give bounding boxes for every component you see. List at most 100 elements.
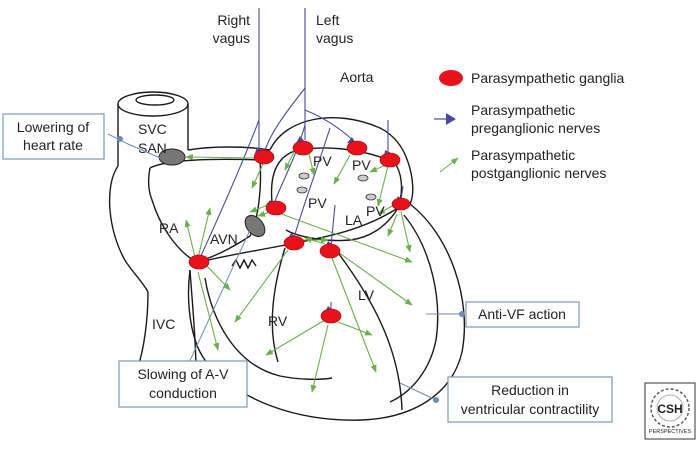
post-to-avn xyxy=(257,210,271,217)
post-ra-left xyxy=(184,219,196,258)
ganglion xyxy=(319,243,341,259)
ganglion xyxy=(391,197,411,211)
ra-label: RA xyxy=(159,220,179,236)
ganglion xyxy=(265,200,287,216)
post-rv-right xyxy=(337,321,373,336)
pregang-mid-stub xyxy=(330,204,336,247)
pv-ostium-4 xyxy=(365,193,377,201)
post-la-lv-2 xyxy=(387,213,398,237)
post-to-la xyxy=(376,165,389,207)
leader-av-conduction xyxy=(181,229,251,379)
right-atrium-wall xyxy=(108,146,271,293)
post-to-san xyxy=(185,154,255,161)
legend-preganglionic-line2: preganglionic nerves xyxy=(471,120,600,136)
heart-rate-line2: heart rate xyxy=(23,137,83,153)
heart-rate-line1: Lowering of xyxy=(17,119,89,135)
left-atrium-outer xyxy=(407,161,414,205)
ganglion-icon xyxy=(439,70,463,86)
pv-ostium-2 xyxy=(296,186,308,194)
anti-vf-line1: Anti-VF action xyxy=(478,306,566,322)
contractility-line2: ventricular contractility xyxy=(461,401,600,417)
ivc-label: IVC xyxy=(152,316,175,332)
av-node xyxy=(244,214,266,238)
ganglion xyxy=(253,149,275,165)
lv-label: LV xyxy=(358,287,375,303)
leader-dot xyxy=(459,311,465,317)
left-vagus-branch-2 xyxy=(304,109,356,143)
ganglion xyxy=(188,254,210,270)
pv-ostium-3 xyxy=(357,174,369,182)
san-label: SAN xyxy=(138,140,167,156)
svc-label: SVC xyxy=(138,121,167,137)
ganglion xyxy=(320,308,342,324)
pv-ostium-1 xyxy=(298,172,310,180)
la-inner-chamber xyxy=(270,147,403,242)
post-ra-down-long xyxy=(197,271,220,351)
left-vagus-branch-3 xyxy=(273,124,306,205)
post-ra-up xyxy=(197,207,212,259)
logo-text: CSH xyxy=(657,402,682,416)
ventricular-septum xyxy=(271,247,403,411)
ra-inner-chamber xyxy=(147,158,262,263)
pv-label-3: PV xyxy=(352,157,371,173)
legend-preganglionic-line1: Parasympathetic xyxy=(471,102,575,118)
ganglion xyxy=(379,152,401,168)
right-vagus-label-line2: vagus xyxy=(213,30,250,46)
pregang-la-stub xyxy=(400,185,404,201)
post-aorta-2 xyxy=(307,149,316,176)
post-mid-down xyxy=(331,257,377,373)
logo-subtext: PERSPECTIVES xyxy=(649,429,692,435)
rv-label: RV xyxy=(268,313,288,329)
left-vagus-branch-1 xyxy=(264,87,306,151)
pv-label-2: PV xyxy=(308,195,327,211)
leader-heart-rate xyxy=(107,133,161,159)
leader-contractility xyxy=(399,382,437,401)
post-rv-left xyxy=(265,319,326,356)
postganglionic-nerves xyxy=(184,149,413,393)
preganglionic-nerves xyxy=(199,8,404,312)
la-label: LA xyxy=(345,212,363,228)
av-conduction-line1: Slowing of A-V xyxy=(137,366,229,382)
svc-inner-opening xyxy=(135,94,175,106)
legend-postganglionic-line2: postganglionic nerves xyxy=(471,165,606,181)
avn-label: AVN xyxy=(210,231,238,247)
post-to-pv xyxy=(333,154,351,185)
leader-dot xyxy=(433,397,439,403)
heart-outline xyxy=(108,91,466,421)
postganglionic-nerve-icon xyxy=(439,157,459,173)
leader-dot xyxy=(117,136,123,142)
pv-label-4: PV xyxy=(366,203,385,219)
post-la-left xyxy=(377,204,395,215)
right-vagus-label-line1: Right xyxy=(217,12,250,28)
pv-label-1: PV xyxy=(313,153,332,169)
av-conduction-line2: conduction xyxy=(149,385,217,401)
left-vagus-label-line1: Left xyxy=(316,12,339,28)
aorta-label: Aorta xyxy=(340,69,374,85)
ganglia xyxy=(188,140,411,324)
ventricle-outer-wall xyxy=(187,203,466,421)
legend-postganglionic-line1: Parasympathetic xyxy=(471,147,575,163)
sa-node xyxy=(158,148,186,166)
contractility-line1: Reduction in xyxy=(491,382,569,398)
preganglionic-nerve-icon xyxy=(434,113,456,125)
post-rv-down xyxy=(310,324,329,393)
left-vagus-branch-4 xyxy=(293,127,331,239)
post-mid-up xyxy=(304,237,326,245)
post-to-avn-2 xyxy=(249,204,269,213)
post-la-lv xyxy=(400,211,412,253)
ganglion xyxy=(283,235,305,251)
post-mid-lv xyxy=(337,251,413,306)
legend-ganglia-label: Parasympathetic ganglia xyxy=(471,70,625,86)
post-to-ra-low xyxy=(204,263,231,291)
effect-box-contractility: Reduction in ventricular contractility xyxy=(447,376,613,423)
svc-wall xyxy=(117,104,189,166)
aorta-arch xyxy=(269,117,409,163)
right-vagus-branch-ra xyxy=(199,119,260,259)
ganglion xyxy=(346,140,368,156)
csh-perspectives-logo: CSH PERSPECTIVES xyxy=(644,382,696,440)
post-aorta-1 xyxy=(284,149,296,171)
effect-box-anti-vf: Anti-VF action xyxy=(465,301,580,328)
post-ra-down xyxy=(251,161,265,189)
ganglion xyxy=(292,140,314,156)
